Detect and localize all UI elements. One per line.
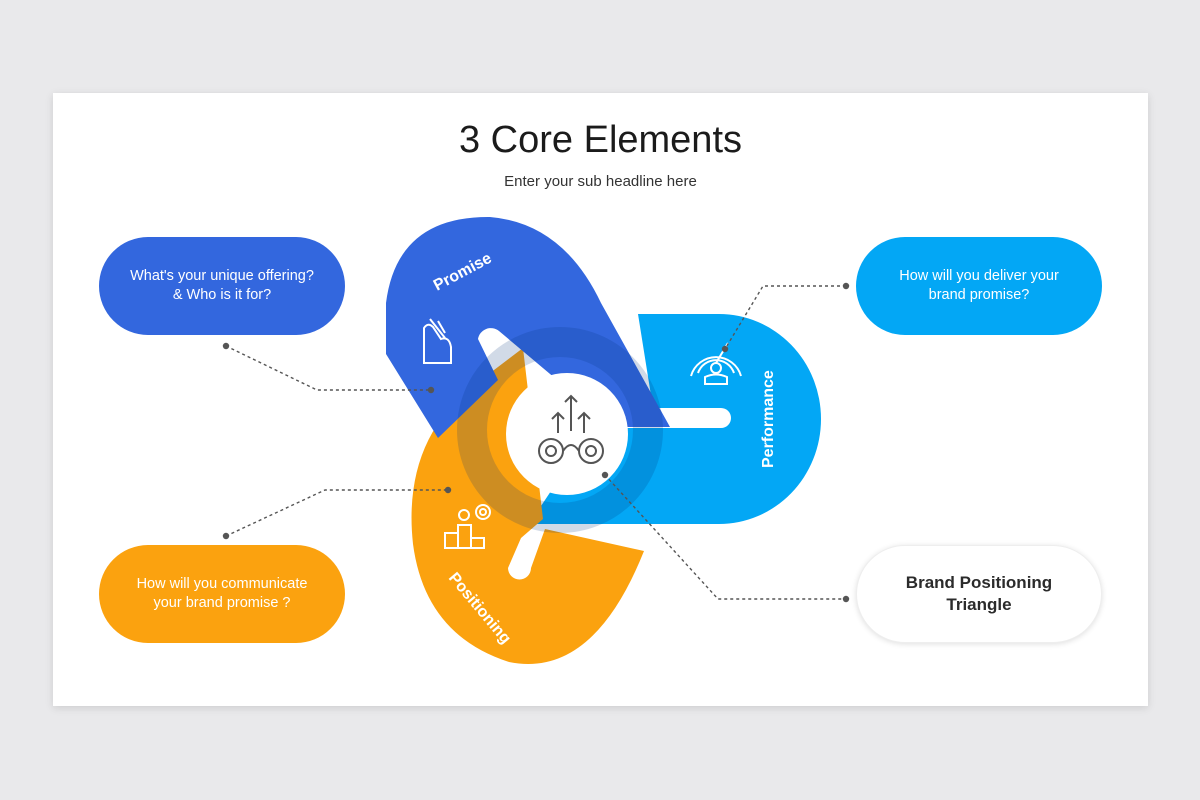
segment-label-performance: Performance [760, 370, 777, 468]
positioning-segment [411, 348, 644, 664]
callout-unique-offering: What's your unique offering? & Who is it… [99, 237, 345, 335]
connector-top-right [724, 285, 846, 350]
callout-text-bottom-left: How will you communicate your brand prom… [136, 576, 308, 611]
callout-communicate-promise: How will you communicate your brand prom… [99, 545, 345, 643]
speedometer-person-icon [690, 342, 742, 385]
crossed-fingers-hand-icon [423, 318, 452, 364]
connector-bottom-right [604, 474, 846, 600]
overlap-ring [457, 327, 663, 533]
podium-target-icon [444, 504, 491, 549]
page-title: 3 Core Elements [458, 119, 742, 161]
core-elements-diagram: Promise Performance Positioning [222, 216, 850, 664]
callout-text-top-right: How will you deliver your brand promise? [899, 268, 1059, 303]
callout-deliver-promise: How will you deliver your brand promise? [856, 237, 1102, 335]
center-circle [506, 373, 628, 495]
callout-brand-positioning-triangle: Brand Positioning Triangle [856, 545, 1102, 643]
callout-text-top-left: What's your unique offering? & Who is it… [130, 268, 314, 303]
connector-bottom-left [225, 489, 448, 537]
page-subtitle: Enter your sub headline here [504, 173, 697, 190]
slide: 3 Core Elements Enter your sub headline … [53, 93, 1148, 706]
connector-dots [222, 282, 850, 603]
callout-text-bottom-right: Brand Positioning Triangle [905, 573, 1053, 614]
gears-growth-arrows-icon [538, 394, 604, 464]
connector-lines [225, 285, 846, 600]
